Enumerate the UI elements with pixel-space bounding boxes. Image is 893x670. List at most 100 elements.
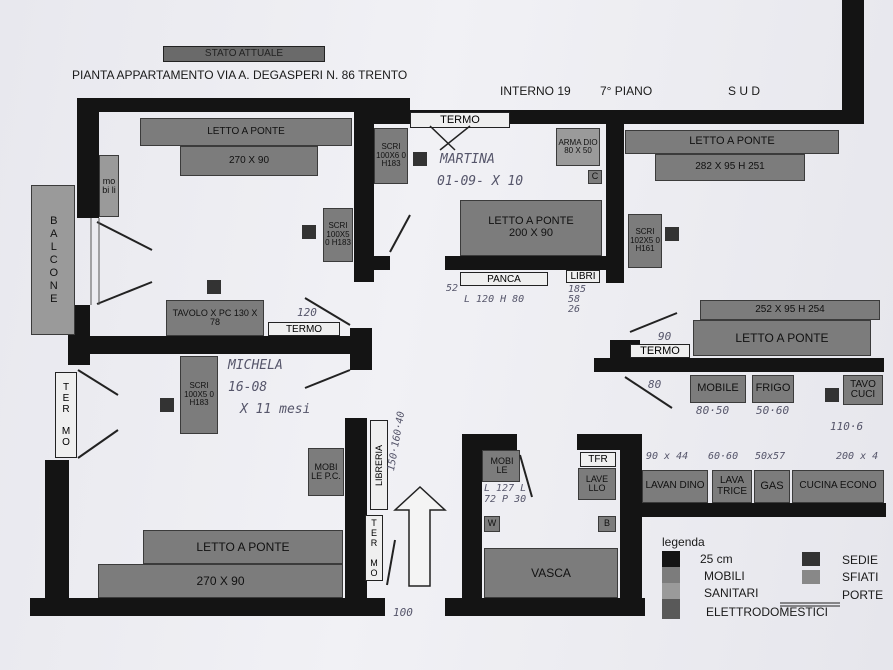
wall-top-left [85,98,410,112]
wall-bath-top [462,434,517,450]
economic-kitchen: CUCINA ECONO [792,470,884,503]
handwritten-martina-date: 01-09- X 10 [437,174,524,189]
chair-room5 [160,398,174,412]
desk-room3: SCRI 102X5 0 H161 [628,214,662,268]
radiator-room4: TERMO [630,344,690,358]
bench-room2: PANCA [460,272,548,286]
desk-room1: SCRI 100X5 0 H183 [323,208,353,262]
legend-swatch-sfiati [802,570,820,584]
apartment-number: INTERNO 19 [500,84,571,98]
wall-left-upper [77,98,99,218]
handwritten-michela-months: X 11 mesi [240,402,311,417]
plan-title: PIANTA APPARTAMENTO VIA A. DEGASPERI N. … [72,68,408,82]
legend-item-porte: PORTE [842,588,884,602]
dim-90: 90 [658,330,672,343]
dim-mobile: 80·50 [696,404,730,417]
dim-80: 80 [648,378,662,391]
legend-item-wall: 25 cm [700,552,733,566]
status-label: STATO ATTUALE [163,46,325,62]
cabinet-bath-dims: L 127 L 72 P 30 [484,483,527,505]
wall-room1-room2 [354,112,374,282]
wall-right-upper [842,0,864,124]
dim-kitchen-4: 200 x 4 [836,451,879,462]
bed-room4-top: 252 X 95 H 254 [700,300,880,320]
wall-top-right [510,110,845,124]
handwritten-martina: MARTINA [440,152,495,167]
chair-room3 [665,227,679,241]
wall-room2-stub [374,256,390,270]
cabinet-bath: MOBI LE [482,450,520,482]
washbasin-kitchen: LAVAN DINO [642,470,708,503]
kitchen-table-room4: TAVO CUCI [843,375,883,405]
wall-kitchen-bottom [636,503,886,517]
desk-room5: SCRI 100X5 0 H183 [180,356,218,434]
wall-kitchen-left [620,434,642,614]
radiator-room5: TER MO [55,372,77,458]
wall-room1-bottom [85,336,370,354]
bed-room1: LETTO A PONTE [140,118,352,146]
entrance-arrow [393,485,447,587]
wall-room1-stub [350,328,372,370]
c-room2: C [588,170,602,184]
legend-item-mobili: MOBILI [704,569,745,583]
balcony: BALCONE [31,185,75,335]
wall-room2-bottom [445,256,607,270]
bed-room3: LETTO A PONTE [625,130,839,154]
dim-52: 52 [446,283,459,294]
wardrobe-room1: mo bi li [99,155,119,217]
cabinet-room4: MOBILE [690,375,746,403]
dim-tavolo: 110·6 [830,420,864,433]
bed-room4: LETTO A PONTE [693,320,871,356]
bed-room3-lower: 282 X 95 H 251 [655,154,805,181]
legend-swatch-sedie [802,552,820,566]
chair-room2 [413,152,427,166]
bathtub: VASCA [484,548,618,598]
dim-kitchen-2: 60·60 [708,451,739,462]
dim-kitchen-1: 90 x 44 [646,451,689,462]
wall-bottom [30,598,385,616]
legend-item-sedie: SEDIE [842,553,879,567]
chair-room1-a [302,225,316,239]
pc-cabinet-room5: MOBI LE P.C. [308,448,344,496]
handwritten-michela: MICHELA [228,358,283,373]
wall-left-lower [45,460,69,615]
radiator-room1-dim: 120 [297,306,317,319]
fridge-room4: FRIGO [752,375,794,403]
legend-item-sfiati: SFIATI [842,570,879,584]
chair-room4 [825,388,839,402]
dim-frigo: 50·60 [756,404,790,417]
wardrobe-room2: ARMA DIO 80 X 50 [556,128,600,166]
dim-bench: L 120 H 80 [464,294,525,305]
legend-item-sanitari: SANITARI [704,586,759,600]
radiator-room1: TERMO [268,322,340,336]
wall-room2-room3 [606,118,624,283]
bidet-bath: B [598,516,616,532]
wall-room4-line [594,358,884,372]
dim-kitchen-3: 50x57 [755,451,786,462]
legend-item-elettro: ELETTRODOMESTICI [706,605,829,619]
bed-room5-lower: 270 X 90 [98,564,343,598]
legend-swatch-elettro [662,599,680,619]
washing-machine: LAVA TRICE [712,470,752,503]
legend-swatch-wall [662,551,680,567]
wc-bath: W [484,516,500,532]
wall-bath-left [462,434,482,604]
floor-number: 7° PIANO [600,84,653,98]
sink-bath: LAVE LLO [578,468,616,500]
dim-100: 100 [393,606,413,619]
radiator-corridor: TER MO [365,515,383,581]
handwritten-michela-date: 16-08 [228,380,268,395]
orientation-label: S U D [728,84,761,98]
chair-room1-b [207,280,221,294]
legend-swatch-mobili [662,567,680,583]
bookshelf-room2: LIBRI [566,270,600,283]
wall-bottom-right [445,598,645,616]
wall-room5-right [345,418,367,603]
legend-title: legenda [662,535,705,549]
gas-stove: GAS [754,470,790,503]
tfr-box: TFR [580,452,616,467]
dim-libri: 185 58 26 [568,284,587,315]
bed-room5-upper: LETTO A PONTE [143,530,343,564]
